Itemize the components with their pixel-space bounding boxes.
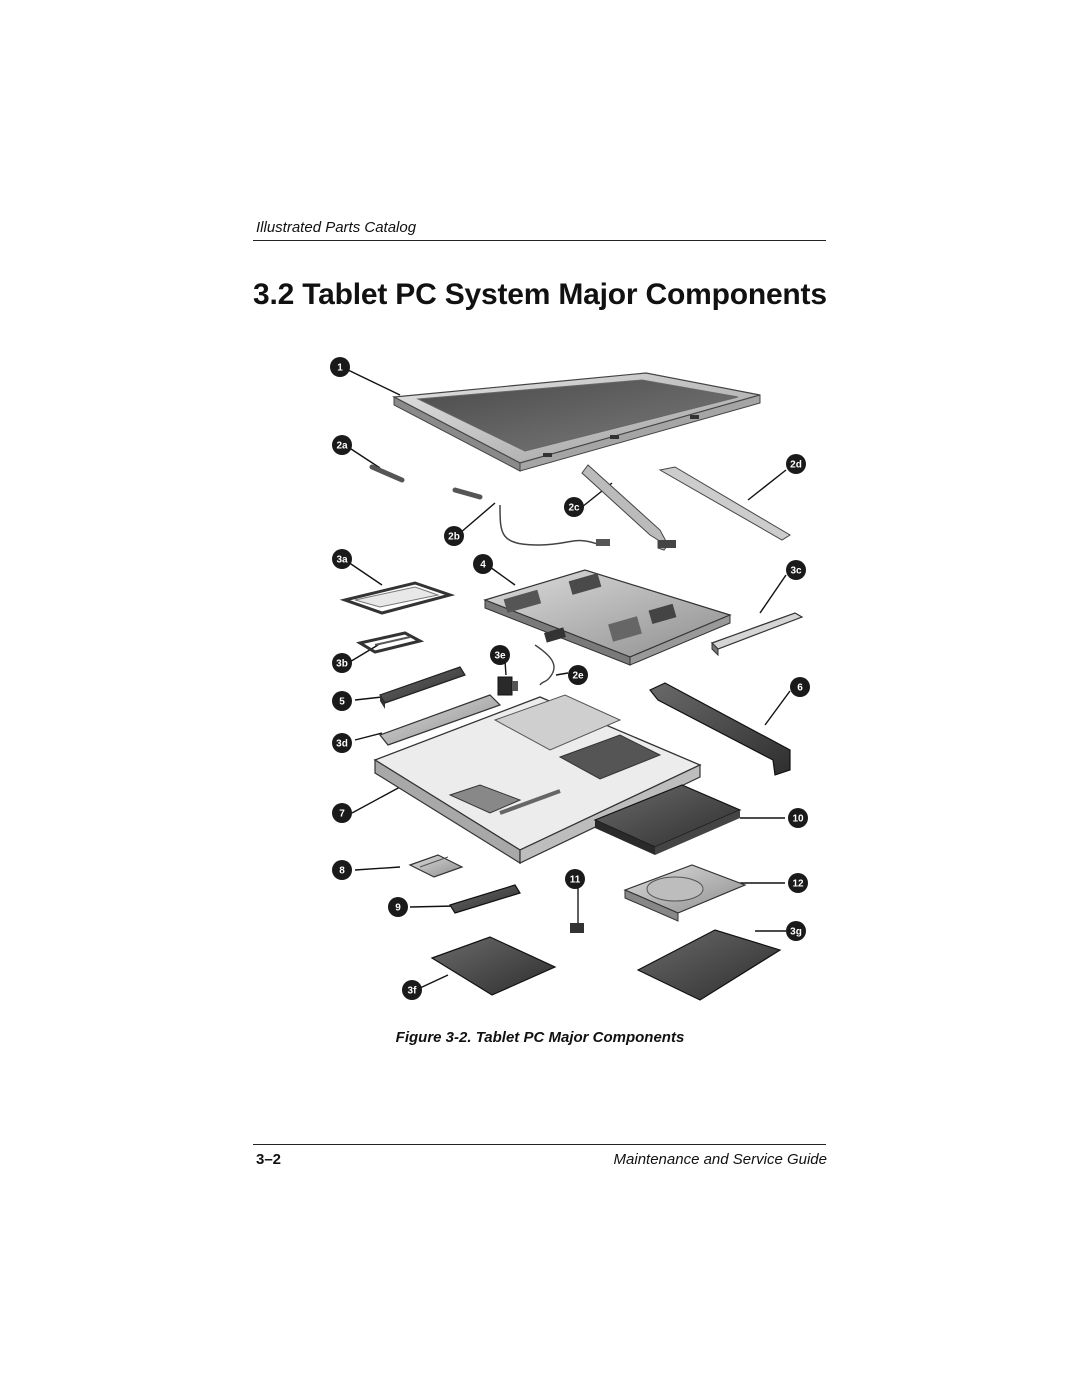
page-number: 3–2 xyxy=(256,1151,282,1168)
component-10 xyxy=(593,784,742,855)
svg-text:2e: 2e xyxy=(572,671,584,682)
svg-text:3f: 3f xyxy=(408,986,418,997)
svg-text:1: 1 xyxy=(337,363,343,374)
callout-3f: 3f xyxy=(402,980,422,1000)
system-board xyxy=(483,569,732,666)
cover-3f xyxy=(430,936,557,996)
speaker-5 xyxy=(379,666,466,709)
callout-2a: 2a xyxy=(332,435,352,455)
svg-text:2a: 2a xyxy=(336,441,348,452)
svg-text:2c: 2c xyxy=(568,503,580,514)
memory-module-9 xyxy=(449,884,521,914)
callout-3a: 3a xyxy=(332,549,352,569)
callout-6: 6 xyxy=(790,677,810,697)
callout-2d: 2d xyxy=(786,454,806,474)
callout-7: 7 xyxy=(332,803,352,823)
hard-drive-12 xyxy=(623,864,747,922)
svg-text:8: 8 xyxy=(339,866,345,877)
svg-text:3d: 3d xyxy=(336,739,348,750)
flex-cable-2a xyxy=(369,464,405,483)
callout-1: 1 xyxy=(330,357,350,377)
card-cage-3a xyxy=(339,581,456,615)
svg-text:12: 12 xyxy=(792,879,804,890)
callout-12: 12 xyxy=(788,873,808,893)
callout-markers: 1 2a 2b 2c 2d 3a 4 3c 3e 2e 3b 5 6 3d 7 … xyxy=(330,357,810,1000)
callout-5: 5 xyxy=(332,691,352,711)
mini-pci-card-8 xyxy=(408,854,464,878)
connector-3e xyxy=(497,676,518,696)
bracket-3d xyxy=(379,694,502,746)
svg-text:3b: 3b xyxy=(336,659,348,670)
figure-caption: Figure 3-2. Tablet PC Major Components xyxy=(395,1029,685,1046)
speaker-6 xyxy=(649,682,791,776)
footer-guide-title: Maintenance and Service Guide xyxy=(613,1151,827,1168)
callout-9: 9 xyxy=(388,897,408,917)
callout-2b: 2b xyxy=(444,526,464,546)
callout-10: 10 xyxy=(788,808,808,828)
callout-3e: 3e xyxy=(490,645,510,665)
svg-text:7: 7 xyxy=(339,809,345,820)
svg-text:2d: 2d xyxy=(790,460,802,471)
cable-2c xyxy=(581,464,676,551)
svg-text:10: 10 xyxy=(792,814,804,825)
running-header-title: Illustrated Parts Catalog xyxy=(256,219,417,236)
exploded-parts-diagram: 1 2a 2b 2c 2d 3a 4 3c 3e 2e 3b 5 6 3d 7 … xyxy=(320,345,820,1010)
callout-3d: 3d xyxy=(332,733,352,753)
callout-3b: 3b xyxy=(332,653,352,673)
cable-2b xyxy=(452,487,610,546)
svg-text:5: 5 xyxy=(339,697,345,708)
callout-2c: 2c xyxy=(564,497,584,517)
display-assembly xyxy=(391,372,761,472)
cable-11 xyxy=(570,890,584,933)
callout-11: 11 xyxy=(565,869,585,889)
bracket-3c xyxy=(710,612,804,657)
svg-text:2b: 2b xyxy=(448,532,460,543)
svg-text:11: 11 xyxy=(570,875,581,886)
svg-text:4: 4 xyxy=(480,560,486,571)
cable-2e xyxy=(534,644,555,686)
cable-2d xyxy=(658,466,791,541)
cover-3g xyxy=(636,929,782,1001)
callout-3c: 3c xyxy=(786,560,806,580)
bracket-3b xyxy=(356,631,425,654)
svg-text:3a: 3a xyxy=(336,555,348,566)
callout-2e: 2e xyxy=(568,665,588,685)
svg-text:6: 6 xyxy=(797,683,803,694)
svg-text:9: 9 xyxy=(395,903,401,914)
svg-text:3c: 3c xyxy=(790,566,802,577)
svg-text:3e: 3e xyxy=(494,651,506,662)
footer-rule xyxy=(253,1144,826,1145)
header-rule xyxy=(253,240,826,241)
callout-3g: 3g xyxy=(786,921,806,941)
svg-text:3g: 3g xyxy=(790,927,802,938)
callout-4: 4 xyxy=(473,554,493,574)
callout-8: 8 xyxy=(332,860,352,880)
page-title: 3.2 Tablet PC System Major Components xyxy=(253,278,827,311)
